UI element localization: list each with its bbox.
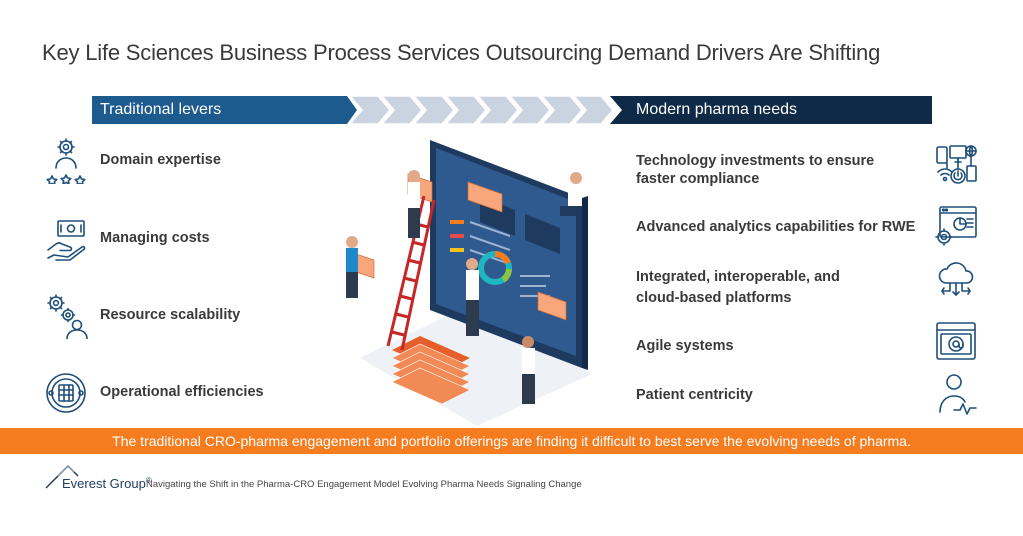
gear-person-stars-icon [46,138,86,184]
need-patient-centricity: Patient centricity [636,386,936,404]
need-label-line2: faster compliance [636,171,760,187]
analytics-dashboard-icon [935,206,977,246]
conclusion-banner: The traditional CRO-pharma engagement an… [0,428,1023,454]
levers-arrow-bar [92,96,932,124]
need-label-line2: cloud-based platforms [636,290,792,306]
lever-label: Managing costs [100,230,210,246]
modern-needs-header-band [606,96,932,124]
traditional-levers-header: Traditional levers [100,101,222,118]
gears-person-icon [47,294,88,339]
logo-name: Everest Group [62,476,146,491]
lever-managing-costs: Managing costs [44,216,364,262]
tech-devices-icon [936,145,977,184]
need-technology-investments: Technology investments to ensure faster … [636,152,936,188]
chevron-arrows [349,96,615,124]
lever-label: Resource scalability [100,307,241,323]
need-label-line1: Integrated, interoperable, and [636,269,840,285]
everest-group-logo-icon [45,464,79,489]
globe-network-icon [46,373,86,413]
need-integrated-platforms: Integrated, interoperable, and cloud-bas… [636,268,936,307]
lever-domain-expertise: Domain expertise [44,138,364,184]
lever-resource-scalability: Resource scalability [44,293,364,339]
need-label-line1: Advanced analytics capabilities for RWE [636,219,916,235]
need-label-line1: Technology investments to ensure [636,153,875,169]
need-label-line1: Patient centricity [636,387,753,403]
registered-mark: ® [145,476,152,485]
money-hand-icon [47,220,86,261]
page-title: Key Life Sciences Business Process Servi… [42,40,881,65]
cloud-network-icon [938,262,974,296]
footer-caption: Navigating the Shift in the Pharma-CRO E… [146,479,582,490]
lever-label: Domain expertise [100,152,221,168]
lever-operational-efficiencies: Operational efficiencies [44,370,364,416]
team-building-dashboard-illustration [346,140,592,426]
need-advanced-analytics: Advanced analytics capabilities for RWE [636,218,936,236]
browser-at-icon [936,322,976,360]
everest-group-logo-text: Everest Group® [62,476,152,491]
modern-needs-header: Modern pharma needs [636,101,797,118]
need-label-line1: Agile systems [636,338,734,354]
traditional-levers-header-band [92,96,357,124]
need-agile-systems: Agile systems [636,337,936,355]
lever-label: Operational efficiencies [100,384,264,400]
patient-heartbeat-icon [939,374,977,415]
